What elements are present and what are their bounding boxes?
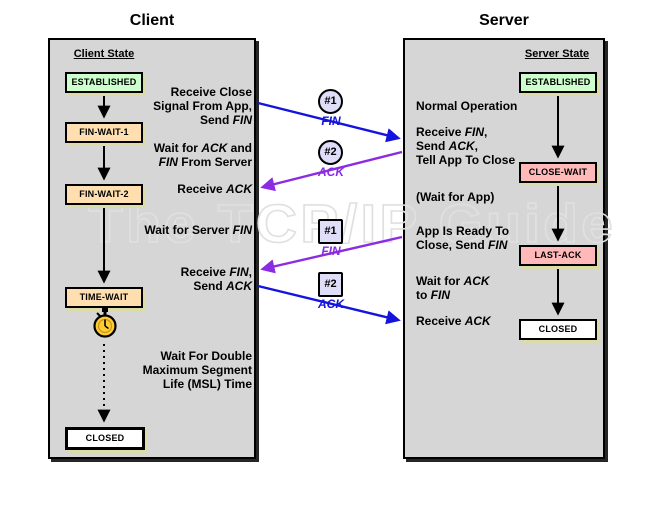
server-annotation-receive-ack: Receive ACK xyxy=(416,314,491,328)
client-state-closed: CLOSED xyxy=(65,427,145,450)
server-annotation-wait-for-app: (Wait for App) xyxy=(416,190,495,204)
server-state-closed: CLOSED xyxy=(519,319,597,340)
server-title: Server xyxy=(479,12,529,29)
message-label-fin-1: FIN xyxy=(321,114,341,128)
client-annotation-receive-fin-send-ack: Receive FIN,Send ACK xyxy=(180,265,252,293)
client-state-established: ESTABLISHED xyxy=(65,72,143,93)
message-badge-2-ack-client: #2 xyxy=(318,272,343,297)
message-badge-1-fin-server: #1 xyxy=(318,219,343,244)
client-state-fin-wait-2: FIN-WAIT-2 xyxy=(65,184,143,205)
message-label-ack-1: ACK xyxy=(318,165,344,179)
message-label-fin-2: FIN xyxy=(321,244,341,258)
server-state-established: ESTABLISHED xyxy=(519,72,597,93)
client-title: Client xyxy=(129,12,175,29)
client-annotation-receive-ack: Receive ACK xyxy=(177,182,252,196)
server-state-last-ack: LAST-ACK xyxy=(519,245,597,266)
client-panel xyxy=(48,38,256,459)
message-badge-1-fin: #1 xyxy=(318,89,343,114)
server-state-heading: Server State xyxy=(524,48,590,60)
server-annotation-receive-fin-send-ack: Receive FIN,Send ACK,Tell App To Close xyxy=(416,125,516,167)
client-annotation-wait-server-fin: Wait for Server FIN xyxy=(144,223,252,237)
server-annotation-normal-operation: Normal Operation xyxy=(416,99,518,113)
message-label-ack-2: ACK xyxy=(318,297,344,311)
server-state-close-wait: CLOSE-WAIT xyxy=(519,162,597,183)
client-state-fin-wait-1: FIN-WAIT-1 xyxy=(65,122,143,143)
timer-clock-icon xyxy=(93,308,117,338)
client-state-heading: Client State xyxy=(73,48,135,60)
message-badge-2-ack: #2 xyxy=(318,140,343,165)
client-state-time-wait: TIME-WAIT xyxy=(65,287,143,308)
